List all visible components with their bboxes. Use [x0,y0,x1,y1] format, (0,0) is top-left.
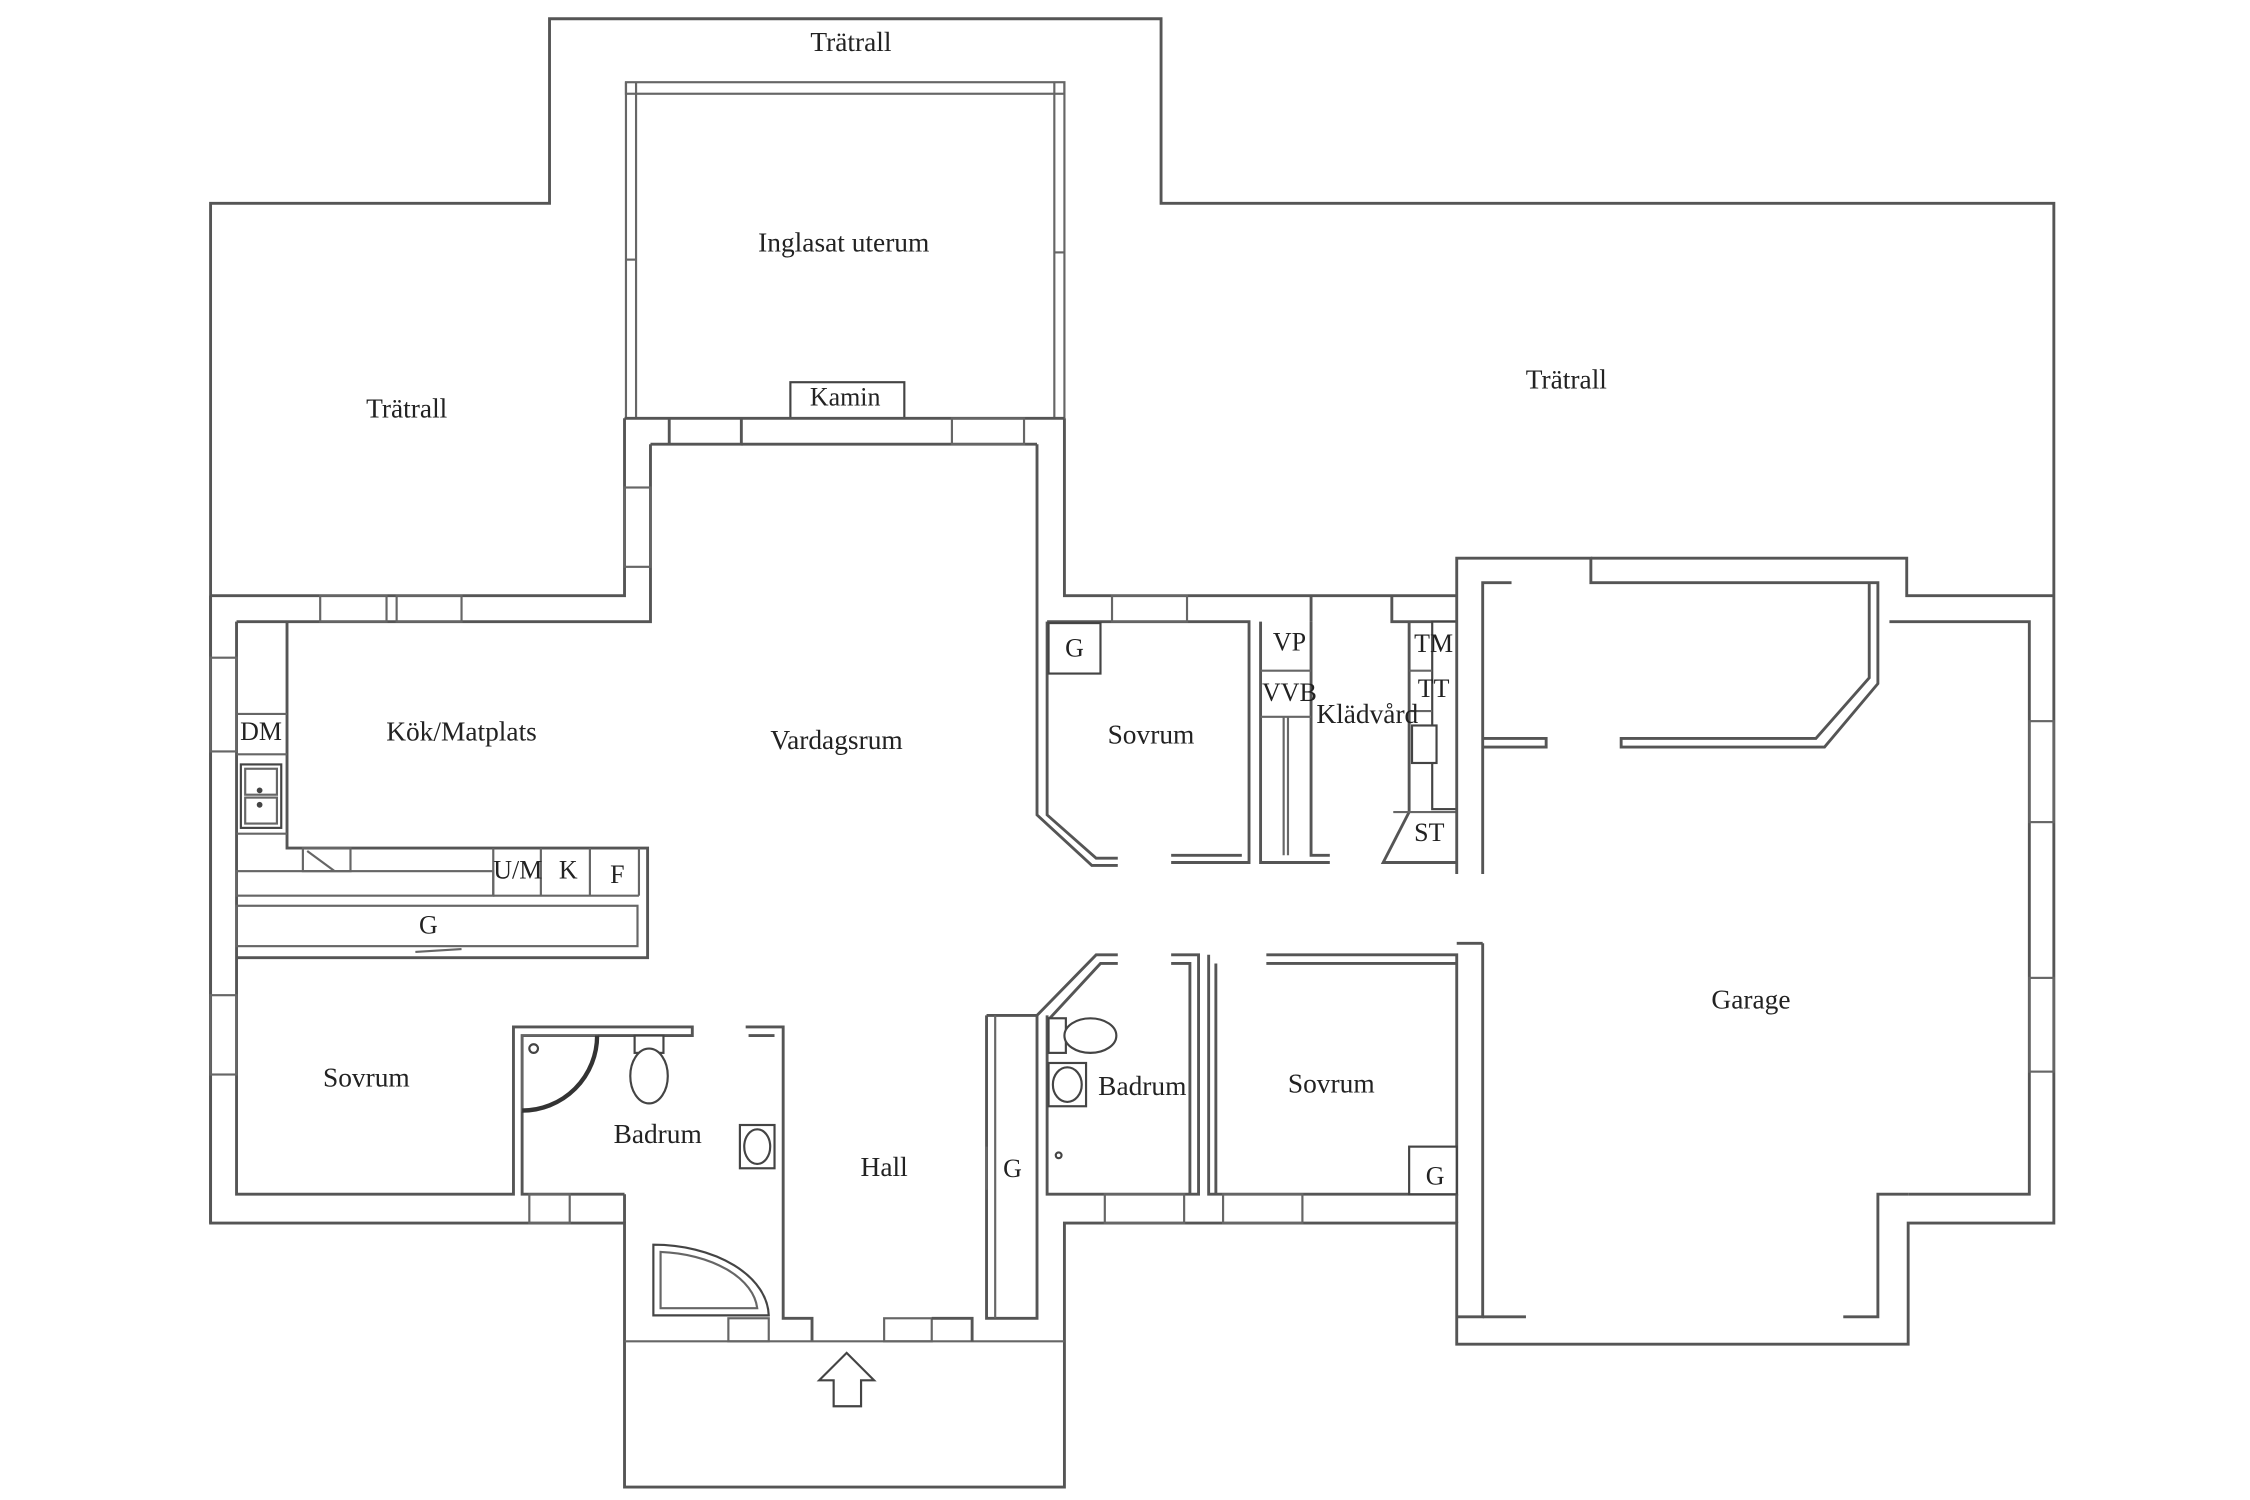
outer-outline [209,17,2056,1489]
label-hall: Hall [861,1152,909,1182]
label-kladvard: Klädvård [1316,699,1418,729]
label-sovrum-top: Sovrum [1108,719,1195,749]
kitchen-sink [239,763,283,829]
label-tratrall-right: Trätrall [1526,364,1608,394]
label-vvb: VVB [1262,678,1317,707]
label-g-sovrum-top: G [1065,633,1084,662]
room-labels: Trätrall Inglasat uterum Kamin Trätrall … [240,27,1790,1190]
toilet-left [629,1034,669,1105]
label-um: U/M [493,856,542,885]
shower-corner [521,1034,600,1113]
label-sovrum-left: Sovrum [323,1063,410,1093]
label-tt: TT [1418,674,1450,703]
label-sovrum-right: Sovrum [1288,1068,1375,1098]
label-f: F [610,860,624,889]
label-g-kitchen: G [419,910,438,939]
label-kamin: Kamin [810,382,881,411]
toilet-right [1047,1017,1118,1054]
label-vp: VP [1273,628,1306,657]
label-tm: TM [1414,629,1453,658]
label-k: K [559,856,578,885]
label-dm: DM [240,717,282,746]
label-g-hall: G [1003,1154,1022,1183]
label-g-sovrum-right: G [1426,1161,1445,1190]
label-tratrall-top: Trätrall [810,27,892,57]
label-kok-matplats: Kök/Matplats [386,716,537,746]
label-badrum-left: Badrum [614,1119,702,1149]
label-st: ST [1414,818,1444,847]
washbasin-left [738,1123,776,1170]
entrance-arrow [816,1351,877,1408]
fireplace [789,381,906,420]
label-tratrall-left: Trätrall [366,393,448,423]
washbasin-right [1047,1061,1088,1160]
bathtub-corner [652,1243,770,1317]
label-badrum-right: Badrum [1098,1071,1186,1101]
label-garage: Garage [1711,985,1790,1015]
label-inglasat-uterum: Inglasat uterum [758,227,929,257]
house-walls [209,416,2055,1343]
sunroom-glazing [624,81,1066,419]
label-vardagsrum: Vardagsrum [770,725,902,755]
